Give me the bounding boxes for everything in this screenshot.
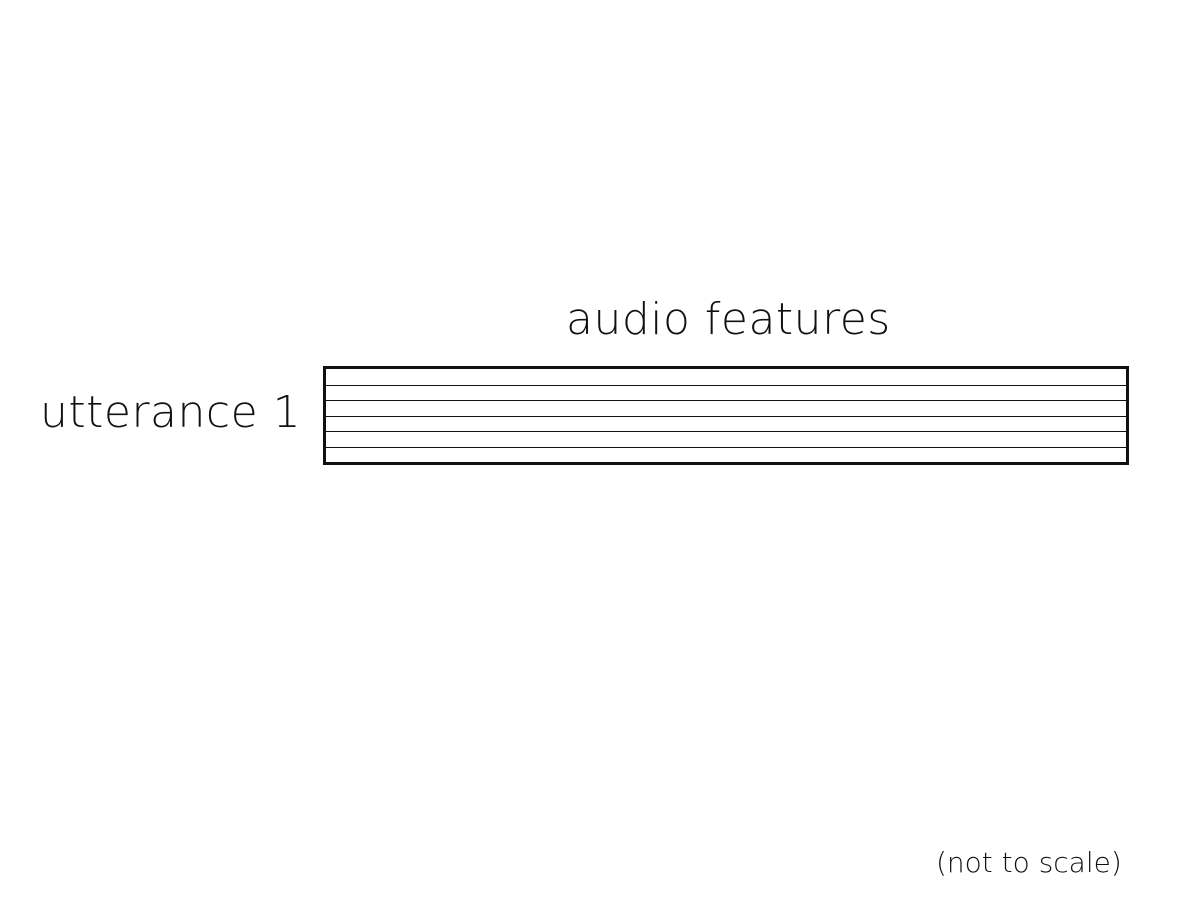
- audio-feature-block: [323, 366, 1129, 465]
- feature-row-divider: [326, 446, 1126, 448]
- utterance-label: utterance 1: [40, 387, 302, 438]
- feature-row-divider: [326, 384, 1126, 386]
- not-to-scale-note: (not to scale): [936, 846, 1122, 879]
- feature-row-divider: [326, 400, 1126, 401]
- feature-row-divider: [326, 415, 1126, 417]
- feature-row-divider: [326, 431, 1126, 432]
- audio-features-title: audio features: [566, 294, 891, 345]
